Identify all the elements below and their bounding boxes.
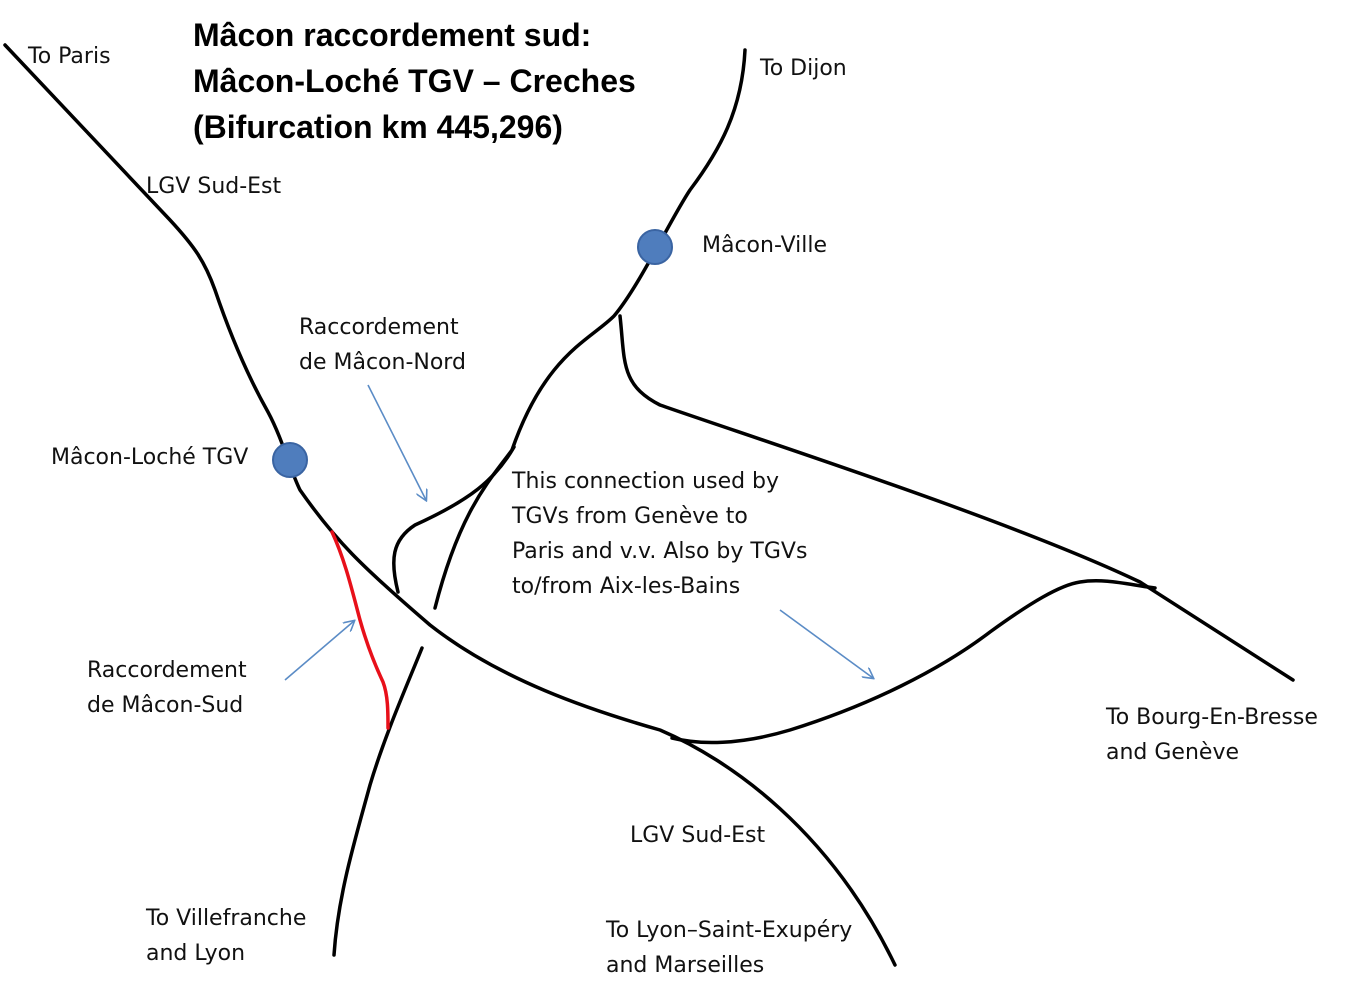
title-line-1: Mâcon raccordement sud: xyxy=(193,17,591,53)
lgv-sud-est-main-track xyxy=(3,43,897,967)
macon-loche-station-marker xyxy=(272,442,308,478)
raccordement-sud-label-1: Raccordement xyxy=(87,658,247,683)
title-line-2: Mâcon-Loché TGV – Creches xyxy=(193,63,636,99)
to-villefranche-label-2: and Lyon xyxy=(146,941,245,966)
lgv-sud-est-north-label: LGV Sud-Est xyxy=(146,174,282,199)
macon-loche-label: Mâcon-Loché TGV xyxy=(51,445,248,470)
title-line-3: (Bifurcation km 445,296) xyxy=(193,109,563,145)
note-line-3: Paris and v.v. Also by TGVs xyxy=(512,539,807,564)
to-dijon-label: To Dijon xyxy=(759,56,847,81)
raccordement-nord-label-1: Raccordement xyxy=(299,315,459,340)
raccordement-sud-track xyxy=(330,530,390,730)
lgv-sud-est-south-label: LGV Sud-Est xyxy=(630,823,766,848)
note-line-4: to/from Aix-les-Bains xyxy=(512,574,740,599)
nord-pointer-arrow xyxy=(367,384,426,500)
sud-pointer-arrow xyxy=(284,621,354,681)
macon-ville-station-marker xyxy=(637,229,673,265)
to-lyon-label-2: and Marseilles xyxy=(606,953,764,978)
geneva-connection-track xyxy=(670,579,1157,745)
raccordement-nord-track xyxy=(391,445,516,594)
macon-ville-label: Mâcon-Ville xyxy=(702,233,827,258)
bourg-line-track xyxy=(618,314,1295,682)
to-lyon-label-1: To Lyon–Saint-Exupéry xyxy=(605,918,852,943)
connection-pointer-arrow xyxy=(779,609,873,678)
to-paris-label: To Paris xyxy=(27,44,111,69)
raccordement-sud-label-2: de Mâcon-Sud xyxy=(87,693,243,718)
raccordement-nord-label-2: de Mâcon-Nord xyxy=(299,350,466,375)
to-bourg-label-1: To Bourg-En-Bresse xyxy=(1105,705,1318,730)
villefranche-line-track xyxy=(332,646,424,957)
to-bourg-label-2: and Genève xyxy=(1106,740,1239,765)
note-line-2: TGVs from Genève to xyxy=(511,504,748,529)
to-villefranche-label-1: To Villefranche xyxy=(145,906,306,931)
note-line-1: This connection used by xyxy=(511,469,779,494)
